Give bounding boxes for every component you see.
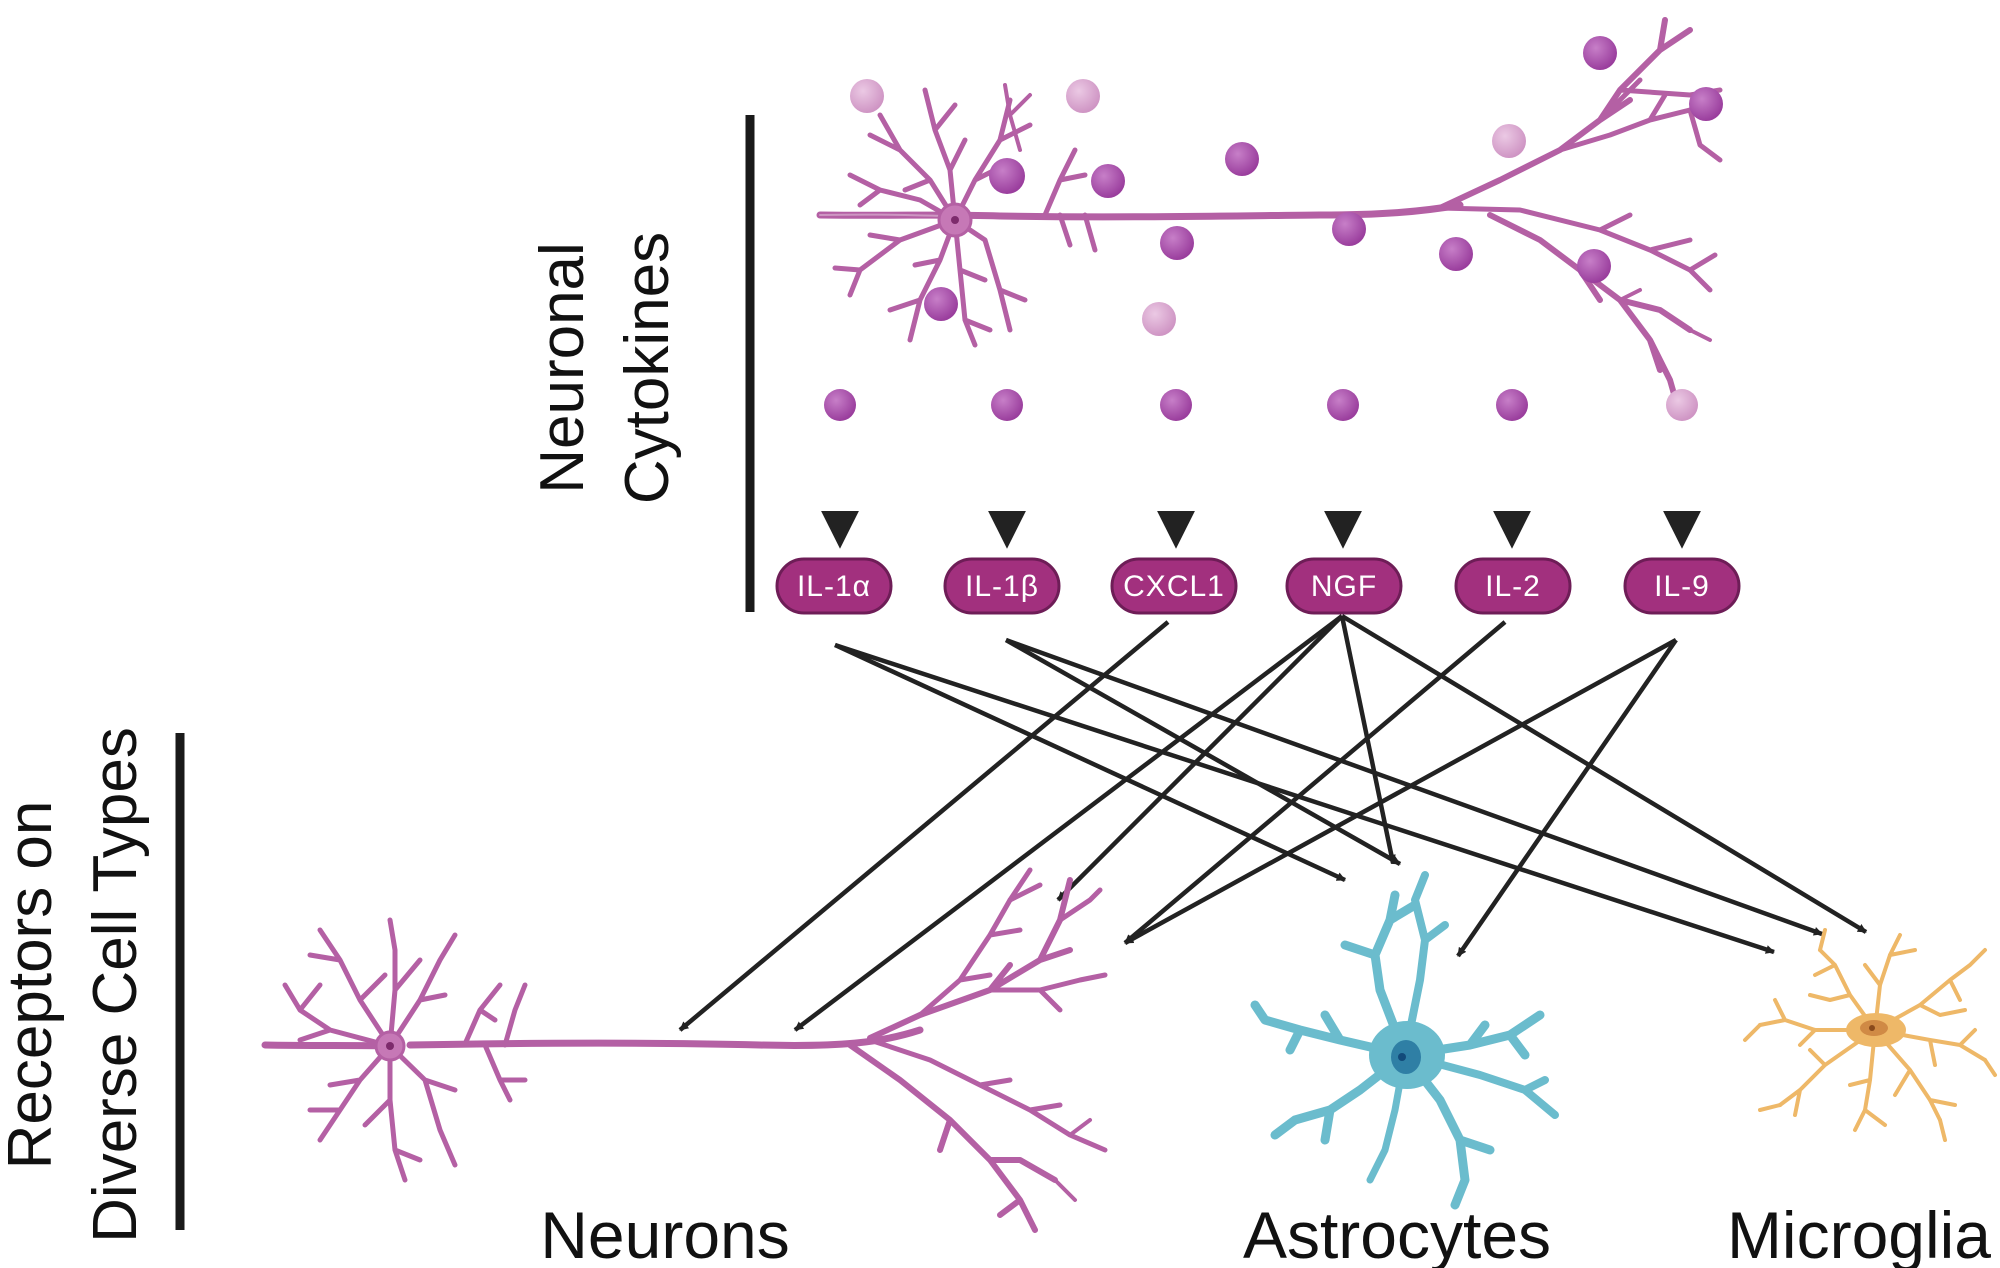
top-neuron-icon — [816, 17, 1723, 418]
vesicle — [989, 158, 1025, 194]
arrow-il1a-to-microglia — [834, 642, 1775, 955]
vesicle — [1066, 79, 1100, 113]
release-arrow-il1a — [821, 389, 859, 549]
released-vesicle — [991, 389, 1023, 421]
microglia-nucleolus — [1869, 1025, 1875, 1031]
receptors-label: Receptors on Diverse Cell Types — [0, 727, 150, 1243]
released-vesicle — [1496, 389, 1528, 421]
arrow-il9-to-neurons — [1123, 638, 1678, 945]
cytokine-pill-il9: IL-9 — [1623, 557, 1741, 615]
cytokine-pill-cxcl1: CXCL1 — [1110, 557, 1238, 615]
release-arrows — [821, 389, 1701, 549]
arrow-il1b-to-microglia — [1005, 637, 1823, 937]
cell-label-astrocytes: Astrocytes — [1243, 1198, 1551, 1268]
vesicle — [1583, 36, 1617, 70]
cytokine-label-cxcl1: CXCL1 — [1123, 570, 1225, 603]
cytokine-pill-ngf: NGF — [1285, 557, 1403, 615]
top-neuron-nucleus — [951, 216, 959, 224]
vesicle — [1577, 249, 1611, 283]
cytokine-pill-il1b: IL-1β — [943, 557, 1061, 615]
release-arrow-il1b — [988, 389, 1026, 549]
cytokine-label-il9: IL-9 — [1654, 570, 1710, 603]
vesicle — [1439, 237, 1473, 271]
cytokine-label-il1a: IL-1α — [797, 570, 871, 603]
cell-label-microglia: Microglia — [1727, 1198, 1991, 1268]
released-vesicle — [1327, 389, 1359, 421]
neuron-nucleus — [386, 1042, 394, 1050]
cytokine-vesicles — [850, 36, 1723, 336]
vesicle — [1142, 302, 1176, 336]
arrow-il1a-to-astrocytes — [834, 642, 1346, 883]
receptors-label-line2: Diverse Cell Types — [81, 727, 150, 1243]
released-vesicle — [824, 389, 856, 421]
neuronal-cytokines-label-line1: Neuronal — [528, 242, 597, 494]
vesicle — [1332, 212, 1366, 246]
vesicle — [1091, 164, 1125, 198]
arrow-il9-to-astrocytes — [1456, 638, 1678, 958]
arrow-cxcl1-to-neurons — [678, 620, 1170, 1032]
cytokine-label-ngf: NGF — [1311, 570, 1377, 603]
cytokine-label-il2: IL-2 — [1485, 570, 1541, 603]
arrow-ngf-to-microglia — [1340, 614, 1868, 934]
release-arrow-il9 — [1663, 389, 1701, 549]
vesicle — [1225, 142, 1259, 176]
neuronal-cytokines-label: Neuronal Cytokines — [528, 232, 682, 504]
receptors-label-line1: Receptors on — [0, 801, 65, 1170]
vesicle — [1689, 87, 1723, 121]
release-arrow-il2 — [1493, 389, 1531, 549]
arrow-ngf-to-neurons-2 — [1056, 614, 1344, 902]
receptor-arrows — [678, 614, 1868, 1032]
neuronal-cytokines-label-line2: Cytokines — [613, 232, 682, 504]
cytokine-pill-il2: IL-2 — [1454, 557, 1572, 615]
vesicle — [924, 287, 958, 321]
vesicle — [1492, 124, 1526, 158]
astrocyte-nucleolus — [1398, 1053, 1406, 1061]
cytokine-label-il1b: IL-1β — [965, 570, 1039, 603]
cell-label-neurons: Neurons — [540, 1198, 789, 1268]
vesicle — [1160, 226, 1194, 260]
release-arrow-ngf — [1324, 389, 1362, 549]
vesicle — [850, 79, 884, 113]
arrow-ngf-to-neurons — [793, 614, 1344, 1032]
microglia-icon — [1743, 928, 1997, 1142]
release-arrow-cxcl1 — [1157, 389, 1195, 549]
cytokine-pill-il1a: IL-1α — [775, 557, 893, 615]
released-vesicle — [1666, 389, 1698, 421]
arrow-il2-to-neurons — [1123, 620, 1507, 945]
released-vesicle — [1160, 389, 1192, 421]
